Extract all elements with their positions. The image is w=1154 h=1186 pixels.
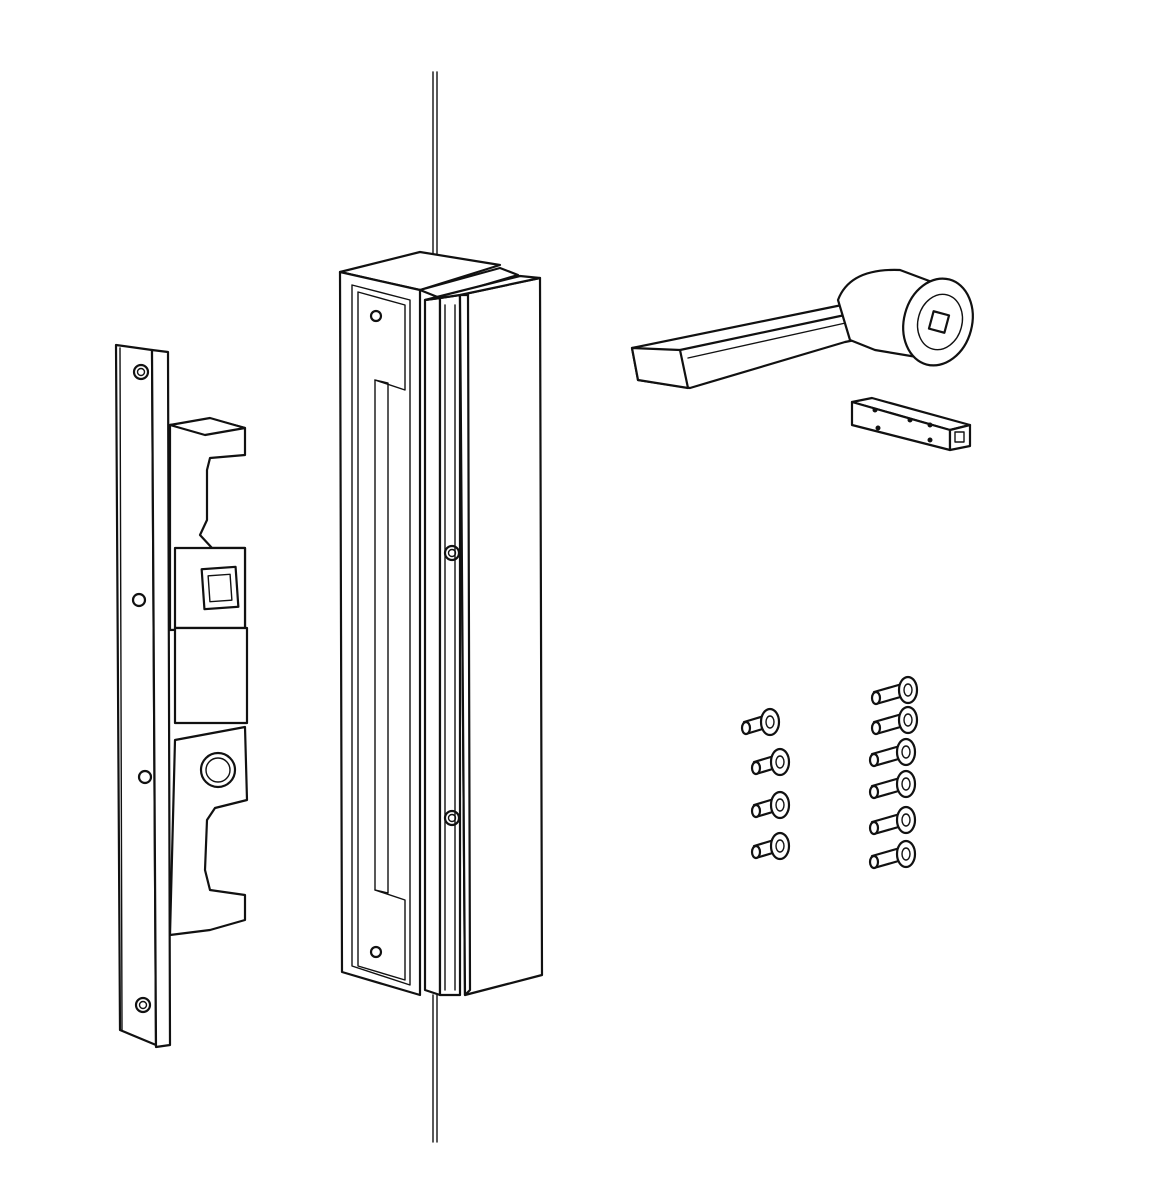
screws-left-column [740,707,791,861]
screws-right-column [868,675,919,870]
screw [868,839,917,870]
screw [868,737,917,768]
screw [750,831,791,861]
screw [870,705,919,736]
screw [868,769,917,800]
lock-box-housing [338,250,544,997]
screw [750,747,791,777]
screw [870,675,919,706]
screw [740,707,781,737]
door-panel-edge [432,71,438,1143]
screw [868,805,917,836]
lever-handle [630,268,974,390]
lock-case-with-faceplate [114,343,249,1049]
screw [750,790,791,820]
square-spindle [850,396,972,452]
